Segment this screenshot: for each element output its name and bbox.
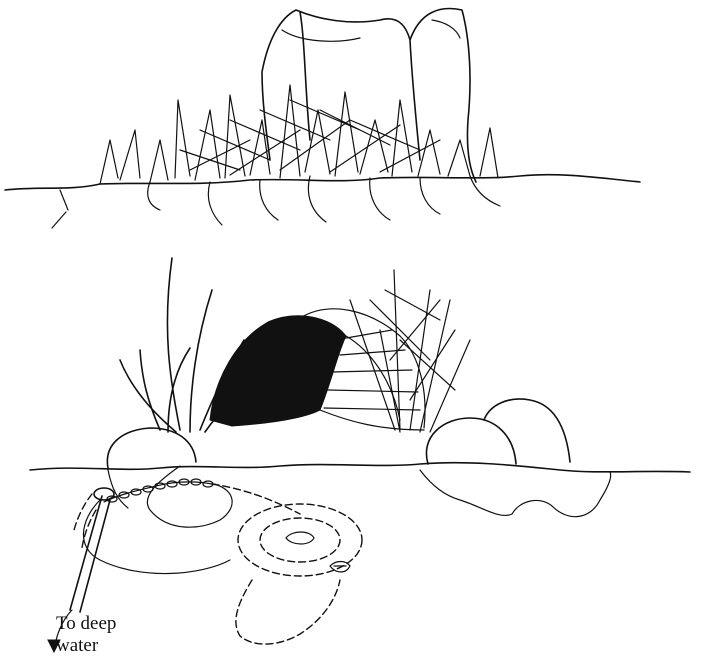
right-rocks bbox=[426, 399, 570, 464]
dashed-slide-wire bbox=[74, 484, 300, 548]
deep-water-label-line2: water bbox=[56, 636, 98, 655]
top-grass-clump bbox=[100, 85, 498, 184]
trap-pan bbox=[286, 532, 314, 544]
underwater-bank bbox=[420, 470, 611, 517]
top-bank-edge bbox=[52, 190, 68, 228]
stake-ring bbox=[94, 488, 114, 500]
pond-bed-curves bbox=[83, 466, 232, 574]
left-rock bbox=[107, 428, 196, 468]
right-grass-blades bbox=[350, 270, 470, 432]
tree-stump bbox=[262, 9, 476, 182]
burrow-trap-scene bbox=[30, 258, 690, 652]
water-line bbox=[30, 463, 690, 472]
dashed-trap-jaws-inner bbox=[260, 518, 340, 562]
burrow-opening bbox=[210, 316, 346, 426]
top-bank-scene bbox=[5, 9, 640, 228]
stump-top-ring bbox=[282, 20, 460, 41]
dashed-trap-spring bbox=[236, 580, 340, 644]
dashed-trap-jaws-outer bbox=[238, 504, 362, 576]
deep-water-label-line1: To deep bbox=[56, 614, 116, 633]
